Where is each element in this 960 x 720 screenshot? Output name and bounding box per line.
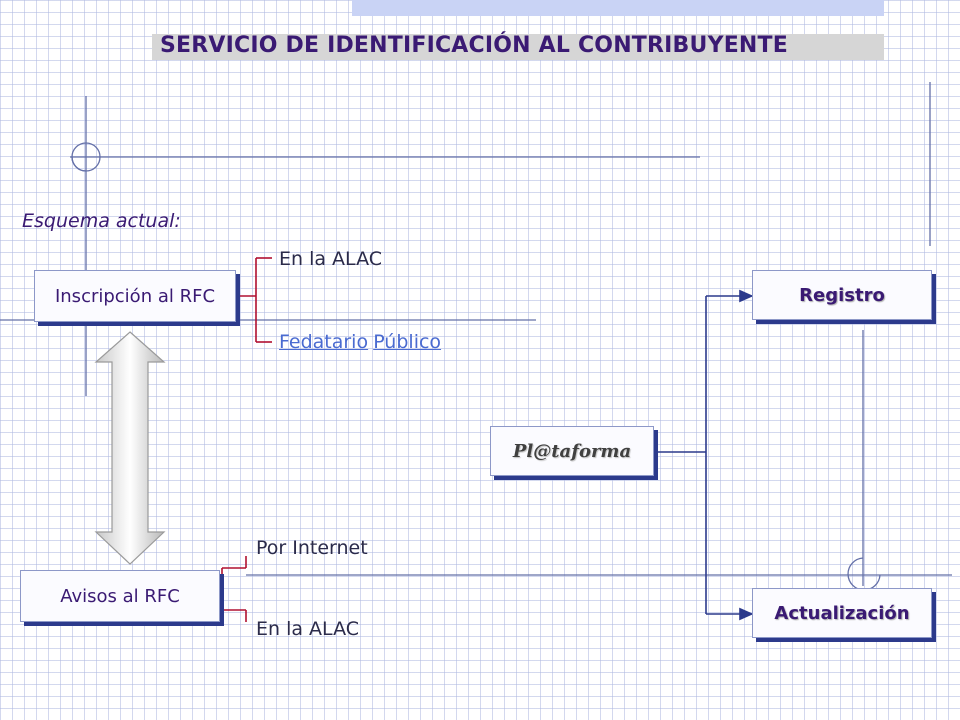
avisos-rfc-box[interactable]: Avisos al RFC (20, 570, 220, 622)
bracket-avisos (220, 556, 247, 622)
actualizacion-box[interactable]: Actualización (752, 588, 932, 638)
decorative-crosshair-bottom (246, 330, 952, 591)
bracket-inscripcion (238, 257, 272, 343)
connector-plataforma (656, 289, 754, 621)
decorative-crosshair-top (70, 96, 700, 396)
avisos-rfc-label: Avisos al RFC (60, 585, 180, 607)
inscripcion-rfc-label: Inscripción al RFC (54, 285, 216, 307)
plataforma-label: Pl@taforma (512, 440, 632, 462)
double-arrow-icon (94, 331, 166, 565)
diagram-subtitle: Esquema actual: (22, 210, 181, 232)
page-title: SERVICIO DE IDENTIFICACIÓN AL CONTRIBUYE… (160, 33, 788, 58)
inscripcion-rfc-box[interactable]: Inscripción al RFC (34, 270, 236, 322)
fedatario-link[interactable]: Fedatario (279, 331, 369, 353)
registro-box[interactable]: Registro (752, 270, 932, 320)
option-alac-avisos: En la ALAC (256, 618, 359, 640)
option-alac-inscripcion: En la ALAC (279, 248, 382, 270)
option-fedatario-publico: Fedatario Público (279, 331, 441, 353)
publico-link[interactable]: Público (373, 331, 442, 353)
registro-label: Registro (799, 284, 885, 306)
top-accent-band (352, 0, 884, 16)
title-band (152, 34, 884, 60)
plataforma-box[interactable]: Pl@taforma (490, 426, 654, 476)
actualizacion-label: Actualización (774, 602, 910, 624)
option-por-internet: Por Internet (256, 537, 368, 559)
